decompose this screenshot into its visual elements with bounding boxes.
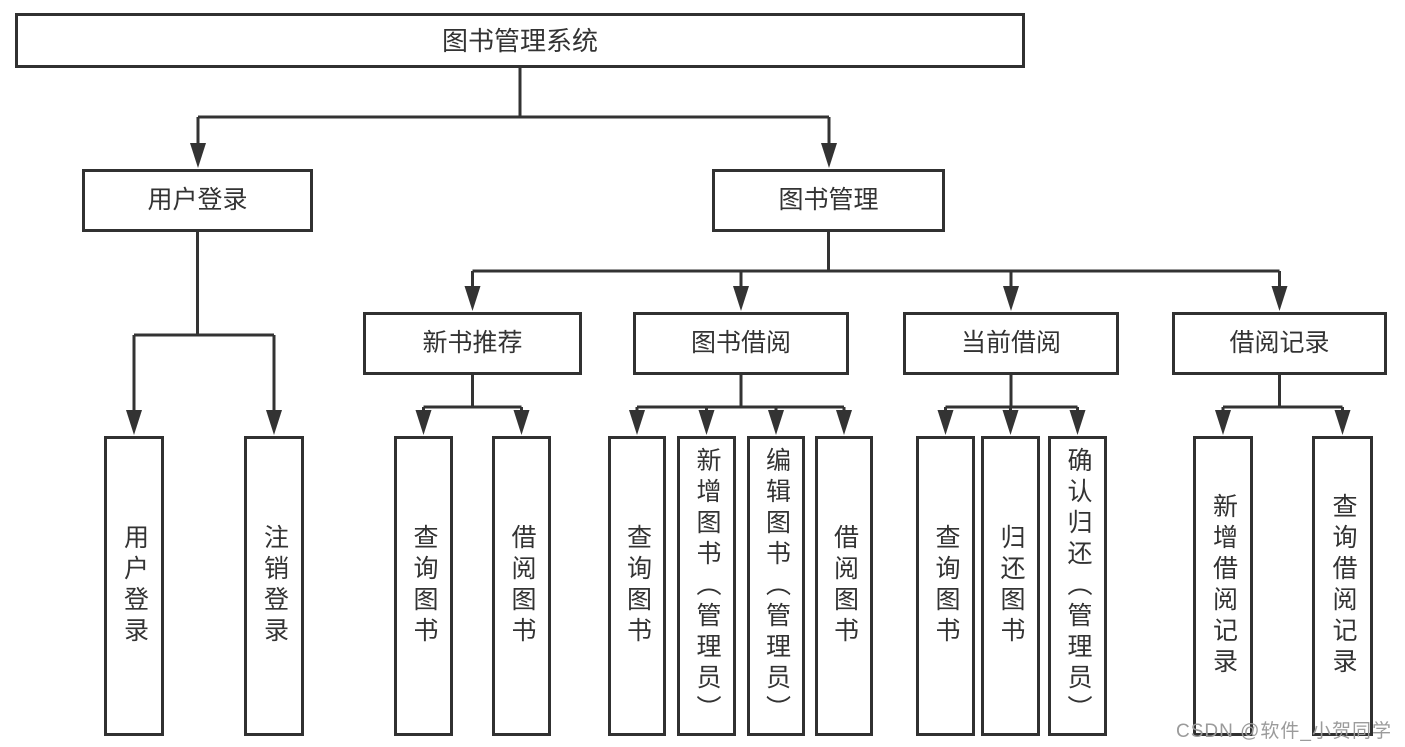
leaf-current-confirm-return-admin: 确认归还（管理员） xyxy=(1048,436,1107,736)
node-label: 借阅图书 xyxy=(830,524,859,648)
node-label: 归还图书 xyxy=(997,524,1025,648)
leaf-record-add: 新增借阅记录 xyxy=(1193,436,1253,736)
node-label: 图书管理系统 xyxy=(441,25,598,56)
node-current-borrow: 当前借阅 xyxy=(903,312,1119,375)
leaf-borrow-add-book-admin: 新增图书（管理员） xyxy=(677,436,736,736)
node-label: 借阅图书 xyxy=(508,524,536,648)
node-label: 用户登录 xyxy=(120,524,149,648)
node-book-management: 图书管理 xyxy=(712,169,945,232)
csdn-watermark: CSDN @软件_小贺同学 xyxy=(1176,721,1392,742)
node-label: 图书管理 xyxy=(778,186,879,214)
leaf-current-query-book: 查询图书 xyxy=(916,436,975,736)
leaf-recommend-borrow-book: 借阅图书 xyxy=(492,436,551,736)
node-label: 确认归还（管理员） xyxy=(1064,446,1092,726)
leaf-recommend-query-book: 查询图书 xyxy=(394,436,453,736)
leaf-borrow-edit-book-admin: 编辑图书（管理员） xyxy=(747,436,805,736)
node-label: 查询图书 xyxy=(410,524,438,648)
leaf-borrow-borrow-book: 借阅图书 xyxy=(815,436,873,736)
node-library-management-system: 图书管理系统 xyxy=(15,13,1025,68)
node-label: 用户登录 xyxy=(147,186,248,214)
node-book-borrow: 图书借阅 xyxy=(633,312,849,375)
node-label: 查询图书 xyxy=(932,524,960,648)
node-label: 新书推荐 xyxy=(422,329,523,357)
leaf-user-login: 用户登录 xyxy=(104,436,164,736)
node-label: 新增借阅记录 xyxy=(1209,493,1238,679)
node-label: 查询图书 xyxy=(623,524,652,648)
arrowheads xyxy=(126,143,1351,435)
node-label: 图书借阅 xyxy=(690,329,791,357)
node-label: 借阅记录 xyxy=(1229,329,1330,357)
node-user-login: 用户登录 xyxy=(82,169,313,232)
node-new-book-recommend: 新书推荐 xyxy=(363,312,582,375)
node-label: 注销登录 xyxy=(260,524,289,648)
node-label: 当前借阅 xyxy=(960,329,1061,357)
leaf-borrow-query-book: 查询图书 xyxy=(608,436,666,736)
leaf-logout: 注销登录 xyxy=(244,436,304,736)
node-label: 编辑图书（管理员） xyxy=(762,446,791,726)
node-label: 查询借阅记录 xyxy=(1329,493,1357,679)
leaf-record-query: 查询借阅记录 xyxy=(1312,436,1373,736)
node-label: 新增图书（管理员） xyxy=(693,446,721,726)
node-borrow-record: 借阅记录 xyxy=(1172,312,1387,375)
leaf-current-return-book: 归还图书 xyxy=(981,436,1040,736)
